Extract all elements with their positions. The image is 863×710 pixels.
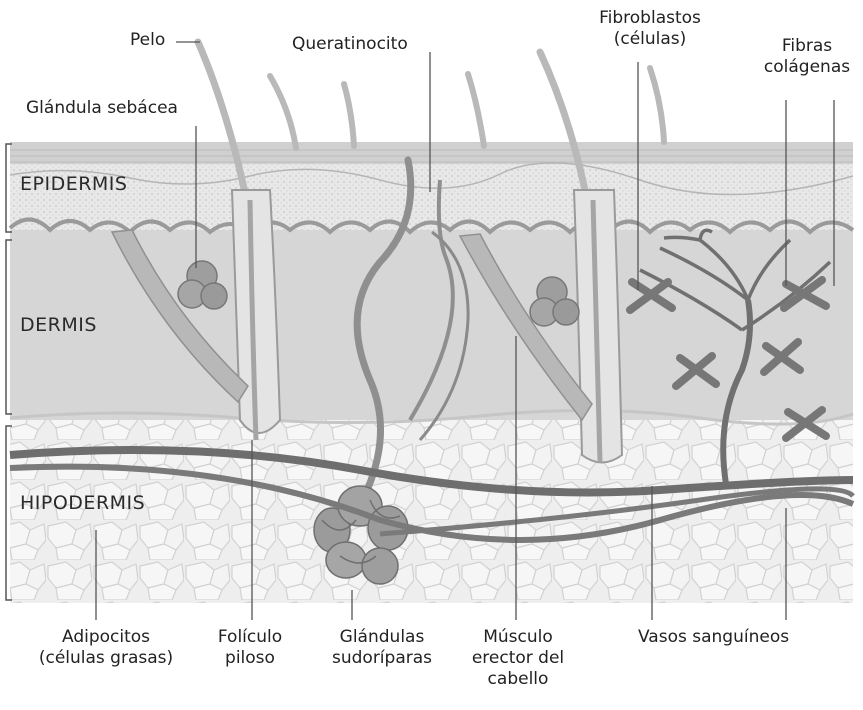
label-fibroblastos-line-2: (células) xyxy=(599,29,701,50)
label-sudoriparas-line-1: Glándulas xyxy=(332,627,432,648)
hair-shaft-4 xyxy=(468,74,484,146)
stratum-corneum xyxy=(10,142,853,164)
label-musculo-erector: Músculo erector del cabello xyxy=(472,627,564,690)
hair-shaft-2 xyxy=(270,76,296,148)
label-foliculo-line-1: Folículo xyxy=(218,627,282,648)
layer-label-hipodermis: HIPODERMIS xyxy=(20,492,145,514)
label-musculo-line-3: cabello xyxy=(472,669,564,690)
label-foliculo-line-2: piloso xyxy=(218,648,282,669)
label-fibroblastos-line-1: Fibroblastos xyxy=(599,8,701,29)
label-vasos-sanguineos: Vasos sanguíneos xyxy=(638,627,789,648)
label-glandulas-sudoriparas: Glándulas sudoríparas xyxy=(332,627,432,669)
hair-shaft-6 xyxy=(650,68,664,142)
label-queratinocito: Queratinocito xyxy=(292,34,408,55)
label-pelo: Pelo xyxy=(130,30,165,51)
layer-label-epidermis: EPIDERMIS xyxy=(20,173,127,195)
label-adipocitos-line-2: (células grasas) xyxy=(39,648,173,669)
label-fibras-line-1: Fibras xyxy=(764,36,850,57)
layer-label-dermis: DERMIS xyxy=(20,314,97,336)
label-glandula-sebacea: Glándula sebácea xyxy=(26,98,178,119)
label-musculo-line-2: erector del xyxy=(472,648,564,669)
label-fibras-line-2: colágenas xyxy=(764,57,850,78)
label-sudoriparas-line-2: sudoríparas xyxy=(332,648,432,669)
label-foliculo-piloso: Folículo piloso xyxy=(218,627,282,669)
label-musculo-line-1: Músculo xyxy=(472,627,564,648)
label-adipocitos: Adipocitos (células grasas) xyxy=(39,627,173,669)
label-fibras-colagenas: Fibras colágenas xyxy=(764,36,850,78)
label-adipocitos-line-1: Adipocitos xyxy=(39,627,173,648)
label-fibroblastos: Fibroblastos (células) xyxy=(599,8,701,50)
hair-shaft-3 xyxy=(344,84,354,146)
